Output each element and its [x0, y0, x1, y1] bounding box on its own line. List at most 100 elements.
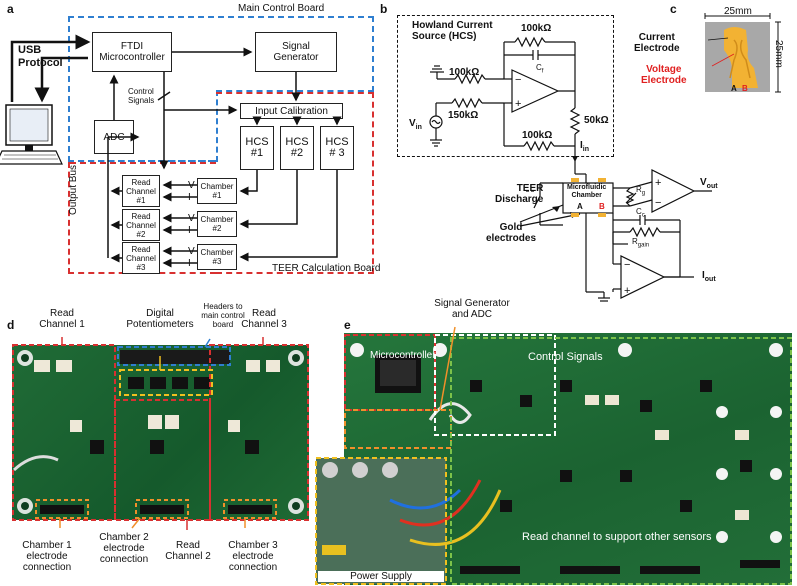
vout-label: Vout — [700, 177, 718, 192]
teer-pcb-photo — [12, 345, 309, 520]
control-signals-label: Control Signals — [128, 87, 155, 105]
hcs2-box: HCS #2 — [280, 126, 314, 170]
chamber-2-box: Chamber #2 — [197, 211, 237, 237]
hcs2-label: HCS #2 — [285, 136, 309, 159]
hcs-outline — [397, 15, 614, 157]
panel-letter-d: d — [7, 318, 15, 332]
gold-electrodes-label: Gold electrodes — [486, 222, 537, 244]
read-channel-other-annotation: Read channel to support other sensors — [522, 531, 712, 543]
width-label: 25mm — [724, 6, 752, 17]
iin-main: I — [580, 140, 583, 151]
cf-label-sub: f — [541, 68, 544, 75]
svg-text:−: − — [515, 74, 521, 86]
read-channel-1-annotation: Read Channel 1 — [39, 308, 85, 330]
current-electrode-label: Current Electrode — [634, 32, 680, 54]
chamber-a-label: A — [577, 202, 583, 211]
rg-sub: g — [641, 190, 646, 197]
read-channel-1-box: Read Channel #1 — [122, 175, 160, 207]
ftdi-label: FTDI Microcontroller — [99, 41, 165, 63]
chamber-b-label: B — [599, 202, 605, 211]
svg-text:+: + — [624, 285, 630, 297]
rgain-main: R — [632, 237, 638, 246]
iin-label: Iin — [580, 140, 589, 155]
teer-board-top — [70, 162, 216, 164]
panel-letter-e: e — [344, 318, 351, 332]
power-supply-board-photo — [316, 458, 446, 584]
r100k-left-label: 100kΩ — [449, 67, 480, 78]
chamber-2-connection-annotation: Chamber 2 electrode connection — [99, 532, 149, 565]
digital-potentiometers-annotation: Digital Potentiometers — [126, 308, 194, 330]
input-calibration-label: Input Calibration — [255, 105, 328, 117]
vin-main: V — [409, 118, 416, 129]
hcs1-box: HCS #1 — [240, 126, 274, 170]
input-calibration-box: Input Calibration — [240, 103, 343, 119]
rg-label: Rg — [636, 184, 645, 200]
ftdi-microcontroller-box: FTDI Microcontroller — [92, 32, 172, 72]
main-control-board-label: Main Control Board — [238, 3, 325, 14]
read-channel-2-annotation: Read Channel 2 — [165, 540, 211, 562]
read-channel-2-label: Read Channel #2 — [126, 211, 156, 239]
cf-label-main: C — [536, 63, 542, 72]
read-channel-1-label: Read Channel #1 — [126, 177, 156, 205]
vin-label: Vin — [409, 118, 422, 133]
read-channel-3-annotation: Read Channel 3 — [241, 308, 287, 330]
read-channel-3-box: Read Channel #3 — [122, 242, 160, 274]
r150k-label: 150kΩ — [448, 110, 479, 121]
hcs-title: Howland Current Source (HCS) — [412, 20, 493, 42]
main-board-step — [216, 90, 374, 92]
read-channel-3-label: Read Channel #3 — [126, 244, 156, 272]
iout-main: I — [702, 270, 705, 281]
r50k-label: 50kΩ — [584, 115, 609, 126]
power-supply-annotation: Power Supply — [318, 571, 444, 582]
rgain-sub: gain — [637, 242, 650, 249]
vout-main: V — [700, 177, 707, 188]
microfluidic-chamber-label: Microfluidic Chamber — [567, 184, 607, 199]
iin-sub: in — [582, 146, 590, 153]
svg-text:−: − — [624, 259, 630, 271]
signal-generator-adc-annotation: Signal Generator and ADC — [434, 298, 510, 320]
chamber-2-label: Chamber #2 — [200, 215, 234, 233]
svg-text:−: − — [655, 197, 661, 209]
iout-label: Iout — [702, 270, 716, 285]
rgain-label: Rgain — [632, 236, 649, 252]
headers-annotation: Headers to main control board — [201, 302, 245, 329]
main-board-step-v — [216, 90, 218, 162]
vout-sub: out — [706, 183, 718, 190]
iout-sub: out — [704, 276, 716, 283]
rg-main: R — [636, 185, 642, 194]
svg-text:+: + — [655, 177, 661, 189]
microcontroller-annotation: Microcontroller — [370, 350, 436, 361]
panel-letter-b: b — [380, 2, 388, 16]
read-channel-2-box: Read Channel #2 — [122, 209, 160, 241]
electrode-b-label: B — [742, 84, 748, 93]
hcs3-box: HCS # 3 — [320, 126, 354, 170]
signal-generator-box: Signal Generator — [255, 32, 337, 72]
r100k-top-label: 100kΩ — [521, 23, 552, 34]
usb-protocol-label: USB Protocol — [18, 44, 63, 69]
electrode-a-label: A — [731, 84, 737, 93]
vin-sub: in — [415, 124, 422, 131]
panel-letter-c: c — [670, 2, 677, 16]
cc-sub: c — [641, 212, 645, 219]
teer-discharge-label: TEER Discharge — [495, 183, 544, 205]
cc-label: Cc — [636, 206, 645, 222]
chamber-3-label: Chamber #3 — [200, 248, 234, 266]
chamber-1-label: Chamber #1 — [200, 182, 234, 200]
hcs3-label: HCS # 3 — [325, 136, 349, 159]
control-signals-annotation: Control Signals — [528, 351, 603, 363]
signal-generator-label: Signal Generator — [273, 41, 319, 63]
chamber-3-box: Chamber #3 — [197, 244, 237, 270]
svg-text:+: + — [515, 98, 521, 110]
main-board-bottom-left — [68, 16, 216, 162]
chamber-1-box: Chamber #1 — [197, 178, 237, 204]
chamber-3-connection-annotation: Chamber 3 electrode connection — [228, 540, 278, 573]
cf-label: Cf — [536, 62, 543, 78]
teer-board-label: TEER Calculation Board — [272, 263, 381, 274]
voltage-electrode-label: Voltage Electrode — [641, 64, 687, 86]
